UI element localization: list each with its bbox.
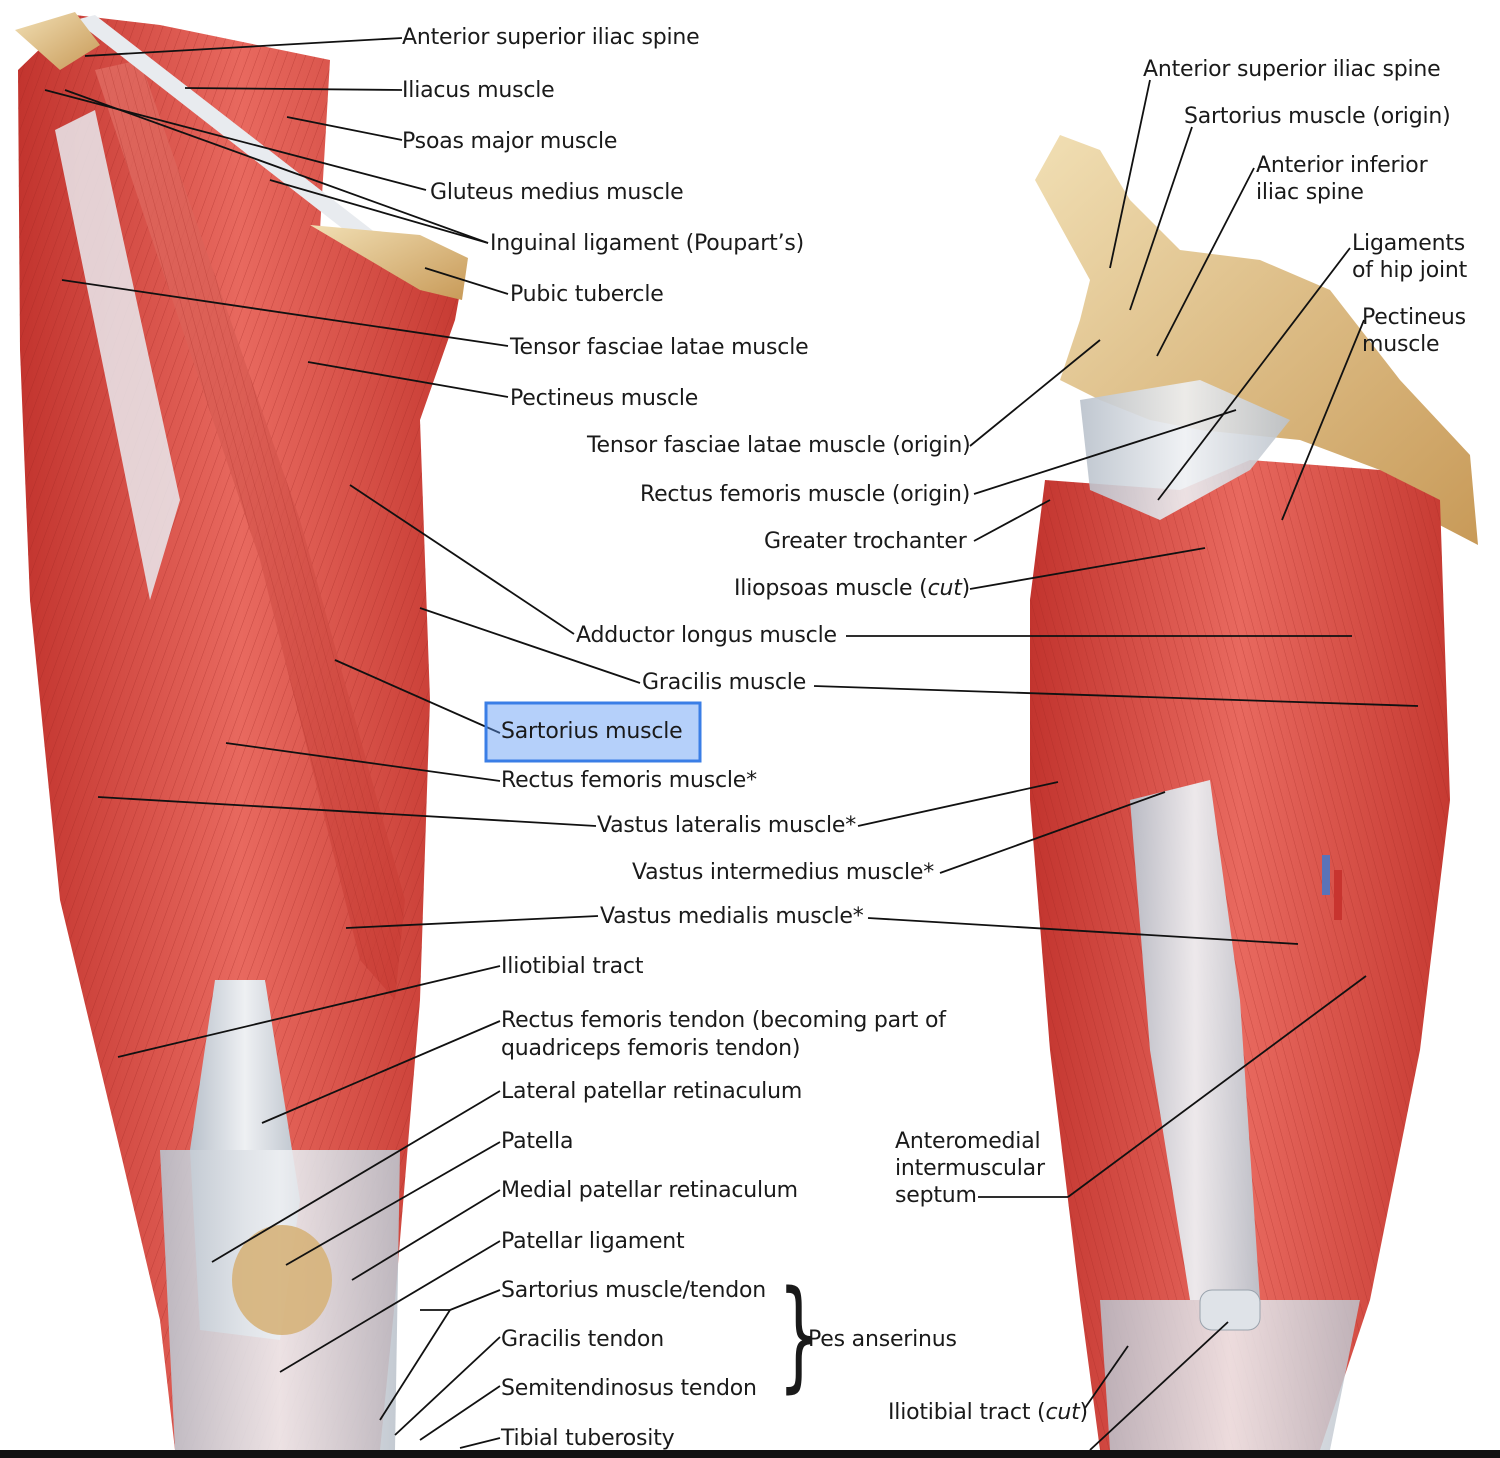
right-central-tendon xyxy=(1130,780,1260,1300)
label-iliotibial-tract-cut: Iliotibial tract (cut) xyxy=(888,1400,1088,1426)
label-medial-patellar-retinaculum: Medial patellar retinaculum xyxy=(501,1178,798,1203)
label-vastus-intermedius: Vastus intermedius muscle* xyxy=(632,860,935,885)
label-ligaments-hip-line1: Ligaments xyxy=(1352,231,1466,256)
label-anteromedial-line1: Anteromedial xyxy=(895,1129,1041,1154)
label-gracilis: Gracilis muscle xyxy=(642,670,807,695)
label-rf-tendon-line2: quadriceps femoris tendon) xyxy=(501,1036,801,1061)
label-pectineus-right-line2: muscle xyxy=(1362,332,1440,357)
left-pubic-bone xyxy=(310,225,468,300)
label-inguinal-ligament: Inguinal ligament (Poupart’s) xyxy=(490,231,805,256)
label-sartorius-tendon: Sartorius muscle/tendon xyxy=(501,1278,766,1303)
label-pectineus-left: Pectineus muscle xyxy=(510,386,699,411)
label-pes-anserinus: Pes anserinus xyxy=(808,1327,957,1352)
label-asis-right: Anterior superior iliac spine xyxy=(1143,57,1441,82)
right-pelvis-bone xyxy=(1035,135,1478,545)
itt-text: Iliotibial tract ( xyxy=(888,1400,1046,1425)
label-iliopsoas-cut: Iliopsoas muscle (cut) xyxy=(734,576,970,602)
label-iliacus: Iliacus muscle xyxy=(402,78,555,103)
label-pubic-tubercle: Pubic tubercle xyxy=(510,282,664,307)
leader-lines-right xyxy=(813,79,1419,1451)
iliopsoas-close: ) xyxy=(961,576,971,601)
label-sartorius: Sartorius muscle xyxy=(501,719,683,744)
label-aiis-line2: iliac spine xyxy=(1256,180,1364,205)
pes-anserinus-brace: } xyxy=(778,1266,820,1405)
right-thigh-illustration xyxy=(1030,135,1478,1450)
label-gluteus-medius: Gluteus medius muscle xyxy=(430,180,684,205)
label-aiis-line1: Anterior inferior xyxy=(1256,153,1428,178)
label-greater-trochanter: Greater trochanter xyxy=(764,529,967,554)
label-rectus-femoris-origin: Rectus femoris muscle (origin) xyxy=(640,482,971,507)
label-vastus-medialis: Vastus medialis muscle* xyxy=(600,904,864,929)
label-rectus-femoris: Rectus femoris muscle* xyxy=(501,768,757,793)
sartorius-highlight-box xyxy=(484,701,702,763)
iliopsoas-text: Iliopsoas muscle ( xyxy=(734,576,928,601)
itt-close: ) xyxy=(1079,1400,1089,1425)
label-semitendinosus-tendon: Semitendinosus tendon xyxy=(501,1376,757,1401)
label-vastus-lateralis: Vastus lateralis muscle* xyxy=(597,813,857,838)
right-femoral-vessel xyxy=(1322,855,1330,895)
label-asis-left: Anterior superior iliac spine xyxy=(402,25,700,50)
label-patellar-ligament: Patellar ligament xyxy=(501,1229,685,1254)
itt-cut-text: cut xyxy=(1045,1400,1080,1425)
label-adductor-longus: Adductor longus muscle xyxy=(576,623,837,648)
label-pectineus-right-line1: Pectineus xyxy=(1362,305,1466,330)
label-lateral-patellar-retinaculum: Lateral patellar retinaculum xyxy=(501,1079,803,1104)
label-anteromedial-line2: intermuscular xyxy=(895,1156,1045,1181)
label-tibial-tuberosity: Tibial tuberosity xyxy=(501,1426,675,1451)
left-pelvis-bone xyxy=(15,12,100,70)
right-patella-cut xyxy=(1199,1289,1261,1331)
label-ligaments-hip-line2: of hip joint xyxy=(1352,258,1468,283)
label-anteromedial-line3: septum xyxy=(895,1183,977,1208)
label-sartorius-origin: Sartorius muscle (origin) xyxy=(1184,104,1451,129)
left-sartorius-fibers xyxy=(95,60,405,1000)
right-thigh-fibers xyxy=(1030,460,1450,1450)
bottom-border xyxy=(0,1450,1500,1458)
left-iliotibial-band xyxy=(55,110,180,600)
label-tfl-origin: Tensor fasciae latae muscle (origin) xyxy=(587,433,971,458)
left-inguinal-band xyxy=(75,15,430,285)
label-rf-tendon-line1: Rectus femoris tendon (becoming part of xyxy=(501,1008,946,1033)
right-femoral-artery xyxy=(1334,870,1342,920)
label-psoas-major: Psoas major muscle xyxy=(402,129,618,154)
left-thigh-illustration xyxy=(15,12,468,1450)
label-tensor-fasciae-latae: Tensor fasciae latae muscle xyxy=(510,335,809,360)
label-iliotibial-tract: Iliotibial tract xyxy=(501,954,644,979)
leader-lines-left xyxy=(44,37,641,1449)
label-patella: Patella xyxy=(501,1129,574,1154)
label-gracilis-tendon: Gracilis tendon xyxy=(501,1327,664,1352)
iliopsoas-cut-text: cut xyxy=(927,576,962,601)
right-hip-capsule xyxy=(1080,380,1290,520)
right-knee-tendon xyxy=(1100,1300,1360,1450)
